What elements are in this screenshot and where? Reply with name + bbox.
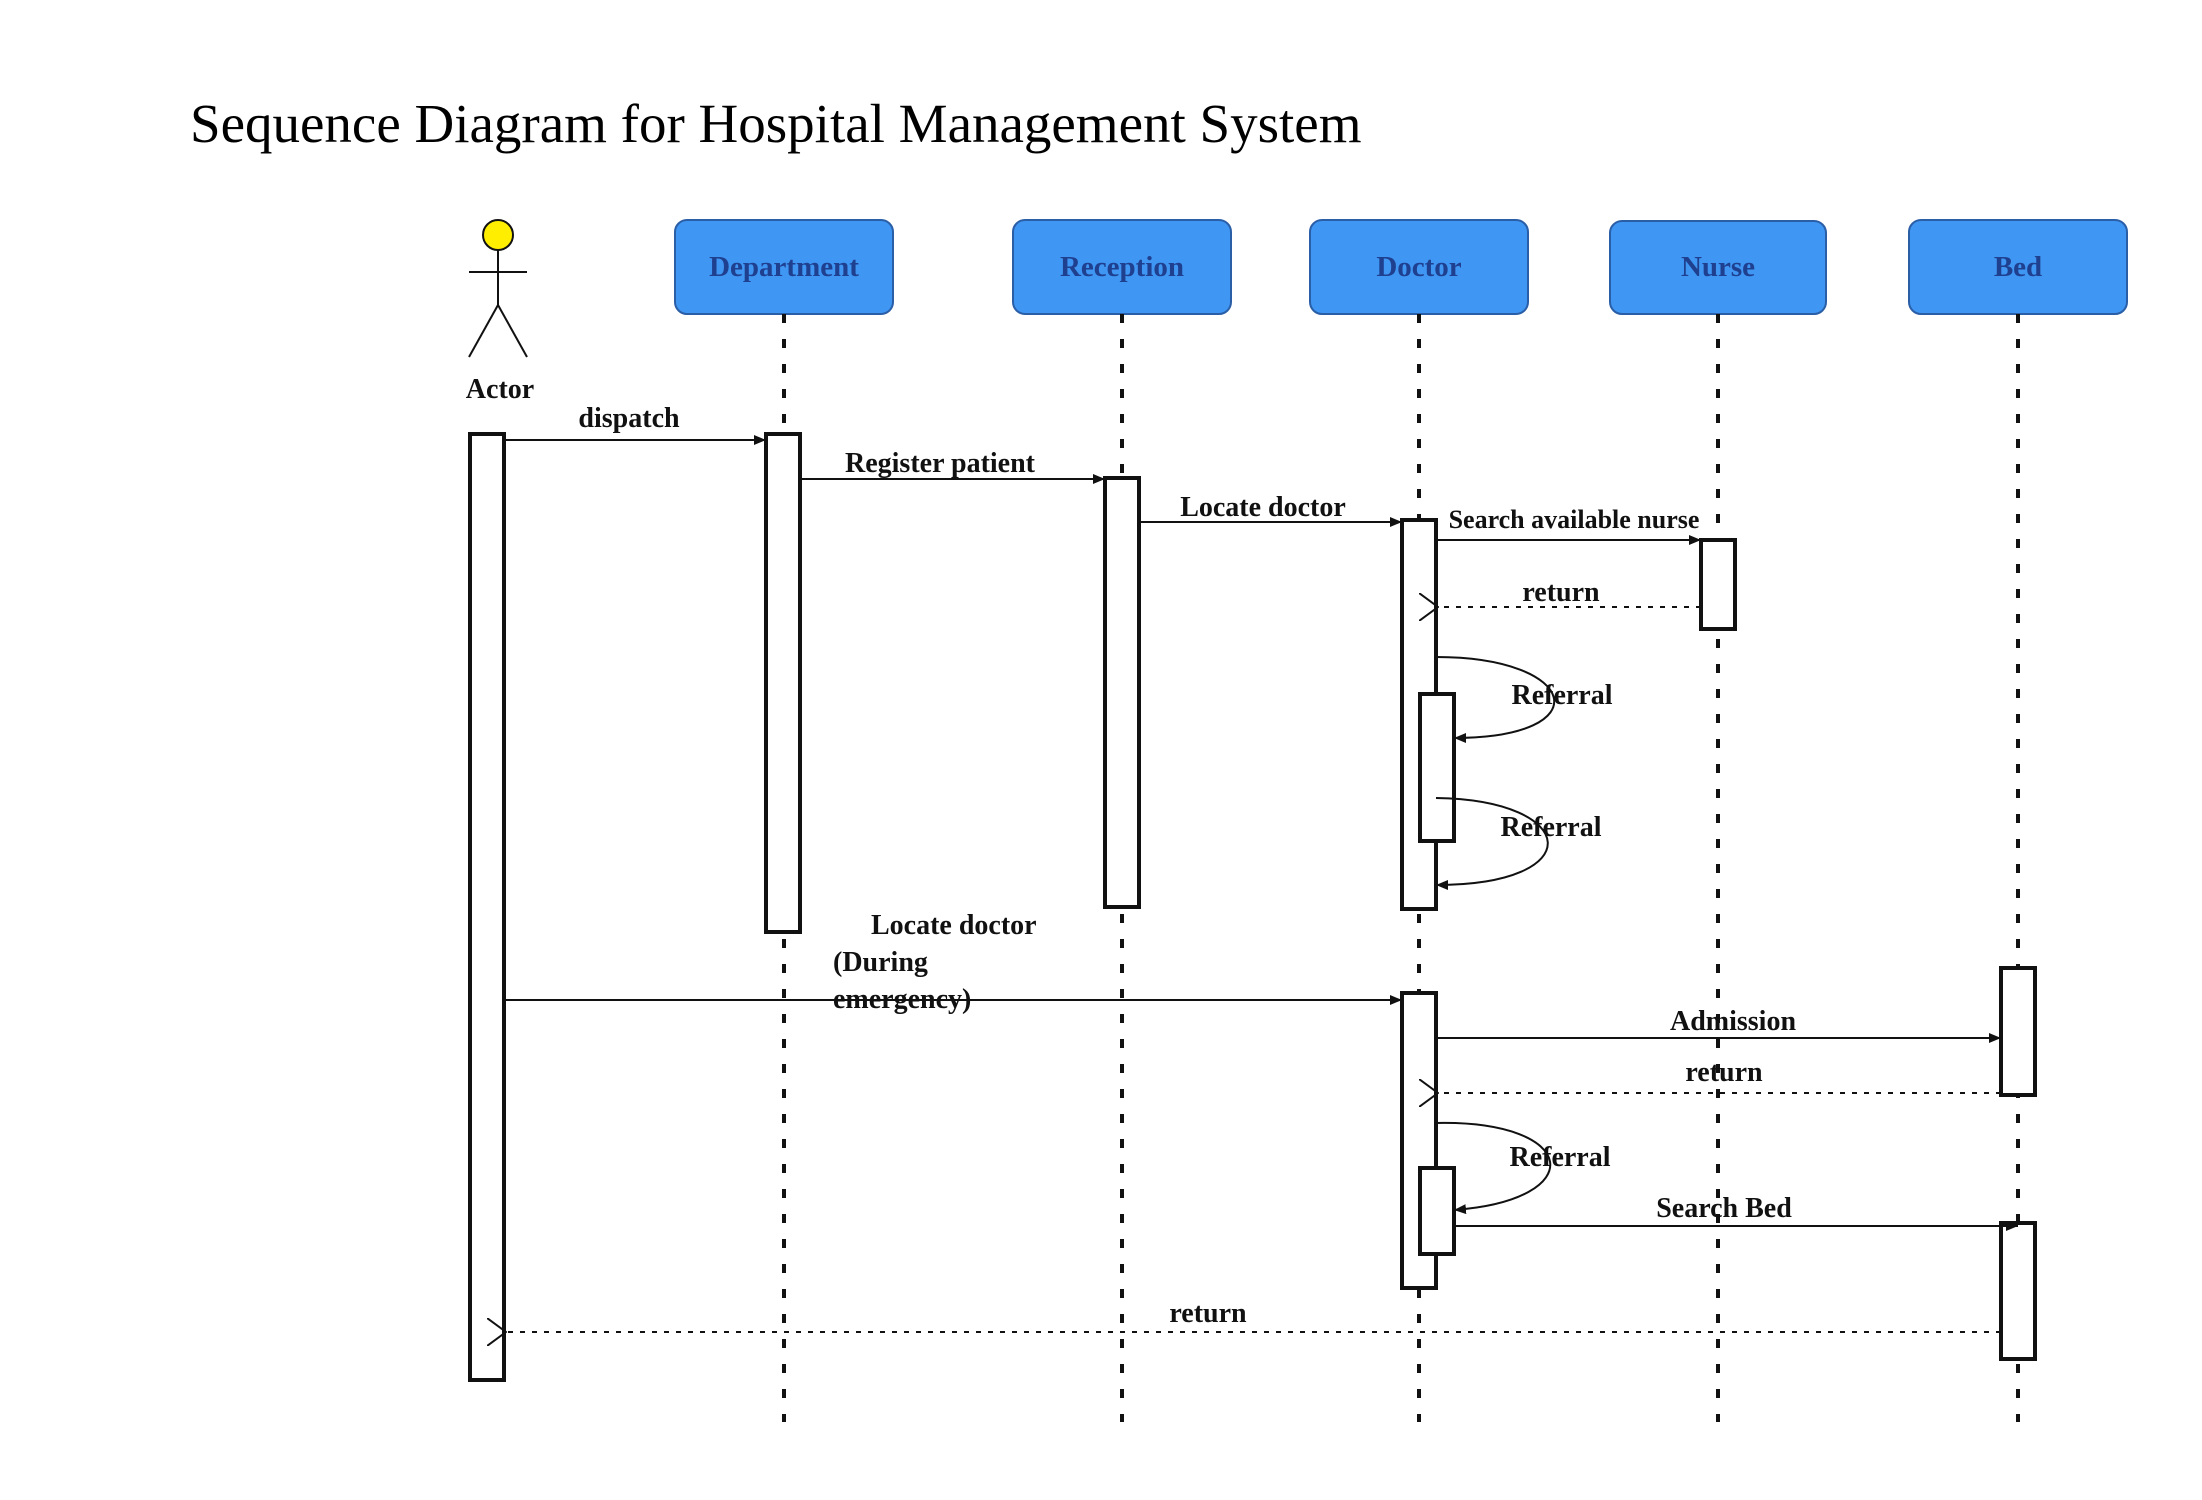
lifeline-label-doctor: Doctor	[1376, 251, 1461, 283]
message-referral-2: Referral	[1435, 797, 1602, 890]
message-return-bed: return	[1438, 1057, 2001, 1093]
message-search-bed: Search Bed	[1454, 1193, 2018, 1231]
message-label: Locate doctor (During emergency)	[833, 910, 1043, 1015]
message-locate-doctor: Locate doctor	[1139, 492, 1402, 527]
activation-doctor-nested-2	[1418, 1166, 1456, 1256]
message-label: Locate doctor	[1180, 492, 1346, 523]
message-referral-1: Referral	[1435, 656, 1613, 743]
message-register-patient: Register patient	[800, 448, 1105, 484]
message-dispatch: dispatch	[504, 403, 766, 445]
message-admission: Admission	[1436, 1006, 2001, 1043]
message-search-available-nurse: Search available nurse	[1436, 505, 1701, 545]
lifeline-bed: Bed	[1908, 219, 2128, 1422]
message-label: return	[1685, 1057, 1763, 1088]
message-label: dispatch	[578, 403, 680, 434]
self-call-arrow	[1435, 797, 1549, 890]
actor-label: Actor	[466, 374, 534, 405]
message-return-actor: return	[506, 1298, 2001, 1332]
message-label: Referral	[1509, 1142, 1610, 1173]
diagram-title: Sequence Diagram for Hospital Management…	[190, 93, 1362, 154]
self-call-arrow	[1435, 656, 1556, 743]
message-label-line: Locate doctor	[871, 910, 1036, 941]
message-referral-3: Referral	[1435, 1121, 1611, 1215]
message-label: Search available nurse	[1449, 505, 1700, 534]
message-label-line: emergency)	[833, 984, 971, 1015]
message-label: Register patient	[845, 448, 1036, 479]
activation-bed-1	[1999, 966, 2037, 1097]
message-label: Admission	[1670, 1006, 1796, 1037]
self-call-arrow	[1435, 1121, 1551, 1215]
activation-bed-2	[1999, 1221, 2037, 1361]
message-label: Referral	[1500, 812, 1601, 843]
activation-department	[764, 432, 802, 934]
activation-reception	[1103, 476, 1141, 909]
message-locate-doctor-emergency: Locate doctor (During emergency)	[504, 910, 1402, 1015]
activation-actor	[468, 432, 506, 1382]
actor: Actor	[466, 219, 534, 405]
message-label: return	[1522, 577, 1600, 608]
message-label: return	[1169, 1298, 1247, 1329]
message-label-line: (During	[833, 947, 928, 978]
activation-doctor-nested-1	[1418, 692, 1456, 843]
lifeline-label-department: Department	[709, 251, 859, 283]
message-return-nurse: return	[1438, 577, 1701, 608]
activation-nurse	[1699, 538, 1737, 631]
message-label: Search Bed	[1656, 1193, 1792, 1224]
actor-head-icon	[482, 219, 514, 251]
activation-bars	[468, 432, 2037, 1382]
lifeline-label-reception: Reception	[1060, 251, 1184, 283]
lifeline-label-nurse: Nurse	[1681, 251, 1755, 283]
message-label: Referral	[1511, 680, 1612, 711]
lifeline-label-bed: Bed	[1994, 251, 2042, 283]
lifeline-nurse: Nurse	[1609, 220, 1827, 1422]
